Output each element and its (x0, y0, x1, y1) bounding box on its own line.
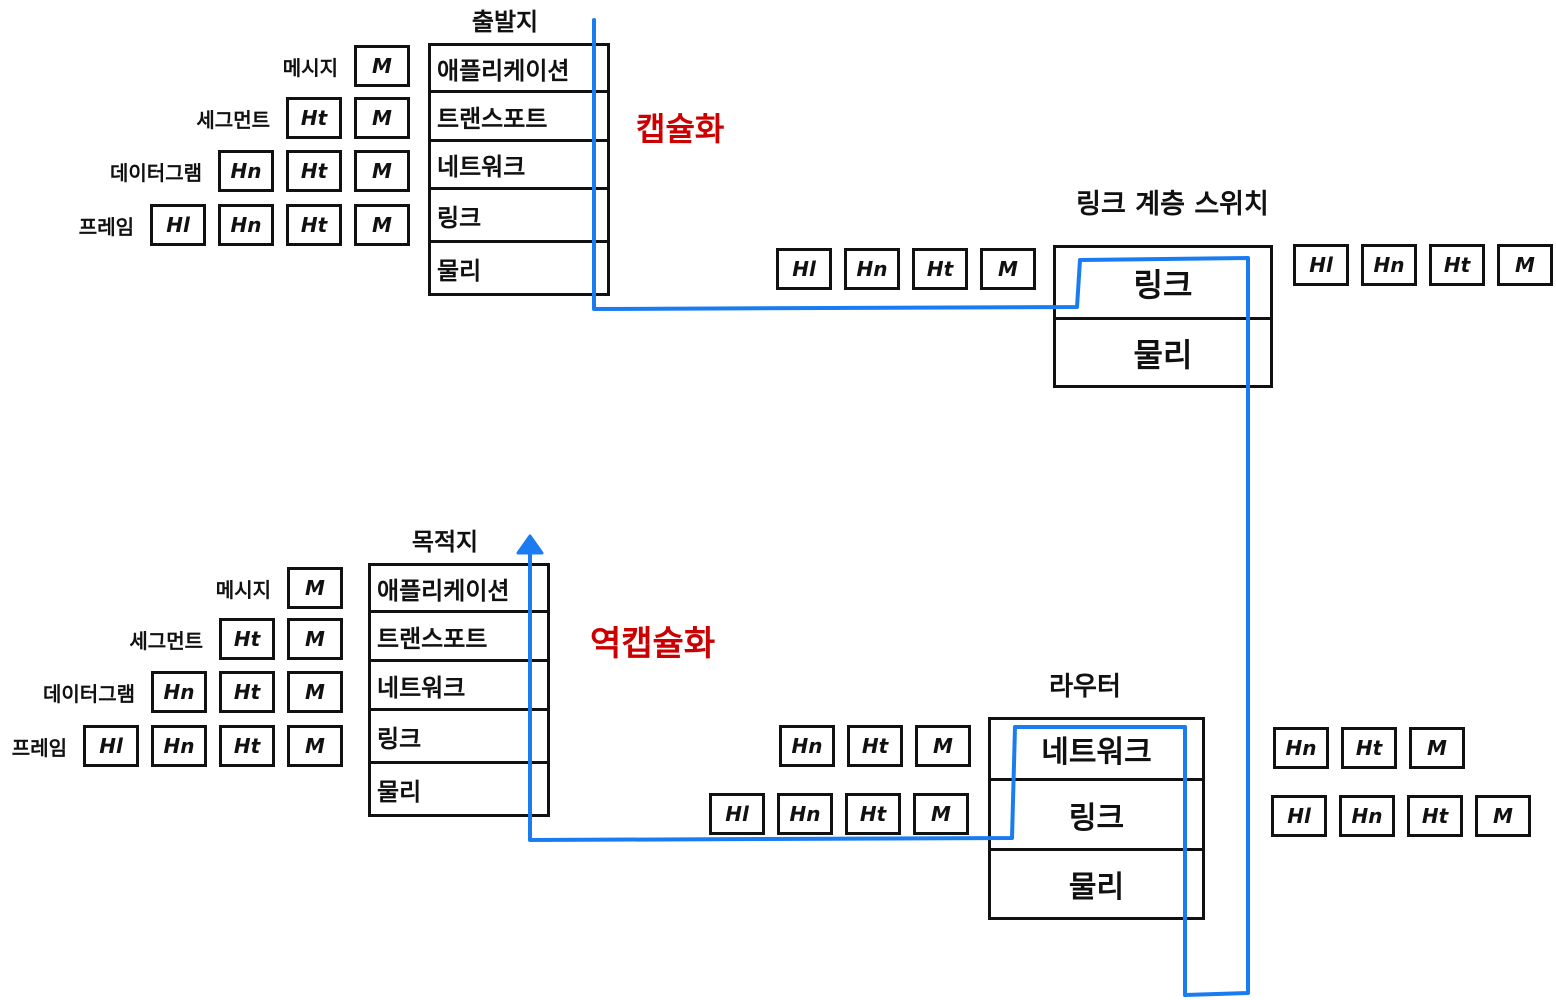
router-left-frame-hl-box: Hl (709, 793, 765, 835)
source-protocol-stack: 애플리케이션 트랜스포트 네트워크 링크 물리 (428, 43, 610, 296)
packet-path-arrowhead (516, 534, 544, 555)
destination-segment-ht-box: Ht (219, 618, 275, 660)
switch-left-hn-box: Hn (844, 248, 900, 290)
source-segment-row: 세그먼트 Ht M (196, 97, 410, 139)
source-segment-ht-box: Ht (286, 97, 342, 139)
router-right-frame-row: Hl Hn Ht M (1271, 795, 1531, 837)
encapsulation-label: 캡슐화 (636, 110, 725, 148)
source-message-label: 메시지 (282, 55, 338, 80)
source-layer-application: 애플리케이션 (431, 46, 607, 93)
router-left-datagram-m-box: M (915, 725, 971, 767)
decapsulation-label: 역캡슐화 (590, 624, 716, 664)
destination-layer-network: 네트워크 (371, 662, 547, 711)
source-layer-physical: 물리 (437, 256, 482, 285)
switch-right-hl-box: Hl (1293, 244, 1349, 286)
destination-layer-physical: 물리 (377, 777, 422, 806)
switch-left-ht-box: Ht (912, 248, 968, 290)
destination-frame-hn-box: Hn (151, 725, 207, 767)
router-left-frame-m-box: M (913, 793, 969, 835)
source-datagram-label: 데이터그램 (110, 160, 202, 185)
switch-left-hl-box: Hl (776, 248, 832, 290)
destination-layer-transport: 트랜스포트 (371, 613, 547, 662)
source-frame-hl-box: Hl (150, 204, 206, 246)
source-title: 출발지 (471, 8, 539, 36)
destination-message-label: 메시지 (215, 577, 271, 602)
router-layer-link: 링크 (991, 781, 1202, 851)
destination-frame-row: 프레임 Hl Hn Ht M (12, 725, 343, 767)
router-protocol-stack: 네트워크 링크 물리 (988, 717, 1205, 920)
router-right-frame-ht-box: Ht (1407, 795, 1463, 837)
destination-frame-ht-box: Ht (219, 725, 275, 767)
destination-layer-link: 링크 (371, 711, 547, 764)
switch-layer-link: 링크 (1056, 248, 1270, 320)
source-frame-hn-box: Hn (218, 204, 274, 246)
source-layer-network: 네트워크 (431, 142, 607, 190)
source-datagram-hn-box: Hn (218, 150, 274, 192)
destination-datagram-row: 데이터그램 Hn Ht M (43, 671, 343, 713)
source-message-row: 메시지 M (283, 45, 410, 87)
router-left-frame-hn-box: Hn (777, 793, 833, 835)
switch-right-frame-row: Hl Hn Ht M (1293, 244, 1553, 286)
source-frame-ht-box: Ht (286, 204, 342, 246)
router-right-frame-m-box: M (1475, 795, 1531, 837)
switch-title: 링크 계층 스위치 (1076, 189, 1269, 220)
router-right-datagram-hn-box: Hn (1273, 727, 1329, 769)
source-layer-transport: 트랜스포트 (431, 93, 607, 142)
destination-datagram-hn-box: Hn (151, 671, 207, 713)
source-frame-label: 프레임 (78, 214, 134, 239)
router-left-datagram-ht-box: Ht (847, 725, 903, 767)
source-datagram-ht-box: Ht (286, 150, 342, 192)
source-message-m-box: M (354, 45, 410, 87)
source-segment-label: 세그먼트 (196, 107, 270, 132)
switch-left-m-box: M (980, 248, 1036, 290)
router-right-datagram-ht-box: Ht (1341, 727, 1397, 769)
destination-title: 목적지 (411, 528, 479, 556)
switch-right-m-box: M (1497, 244, 1553, 286)
source-frame-m-box: M (354, 204, 410, 246)
router-right-datagram-m-box: M (1409, 727, 1465, 769)
switch-right-hn-box: Hn (1361, 244, 1417, 286)
router-left-datagram-hn-box: Hn (779, 725, 835, 767)
switch-right-ht-box: Ht (1429, 244, 1485, 286)
router-left-frame-row: Hl Hn Ht M (709, 793, 969, 835)
destination-segment-m-box: M (287, 618, 343, 660)
router-title: 라우터 (1049, 672, 1121, 702)
source-datagram-m-box: M (354, 150, 410, 192)
source-datagram-row: 데이터그램 Hn Ht M (110, 150, 410, 192)
destination-datagram-m-box: M (287, 671, 343, 713)
destination-protocol-stack: 애플리케이션 트랜스포트 네트워크 링크 물리 (368, 563, 550, 817)
switch-protocol-stack: 링크 물리 (1053, 245, 1273, 388)
destination-frame-label: 프레임 (11, 735, 67, 760)
destination-segment-row: 세그먼트 Ht M (129, 618, 343, 660)
router-left-frame-ht-box: Ht (845, 793, 901, 835)
router-layer-network: 네트워크 (991, 720, 1202, 781)
switch-left-frame-row: Hl Hn Ht M (776, 248, 1036, 290)
destination-datagram-ht-box: Ht (219, 671, 275, 713)
router-right-frame-hl-box: Hl (1271, 795, 1327, 837)
router-layer-physical: 물리 (1068, 870, 1125, 905)
destination-message-m-box: M (287, 567, 343, 609)
router-right-datagram-row: Hn Ht M (1273, 727, 1465, 769)
destination-frame-hl-box: Hl (83, 725, 139, 767)
destination-message-row: 메시지 M (216, 567, 343, 609)
source-segment-m-box: M (354, 97, 410, 139)
destination-layer-application: 애플리케이션 (371, 566, 547, 613)
router-right-frame-hn-box: Hn (1339, 795, 1395, 837)
router-left-datagram-row: Hn Ht M (779, 725, 971, 767)
source-layer-link: 링크 (431, 190, 607, 243)
destination-segment-label: 세그먼트 (129, 628, 203, 653)
destination-frame-m-box: M (287, 725, 343, 767)
source-frame-row: 프레임 Hl Hn Ht M (79, 204, 410, 246)
switch-layer-physical: 물리 (1133, 335, 1193, 374)
destination-datagram-label: 데이터그램 (43, 681, 135, 706)
